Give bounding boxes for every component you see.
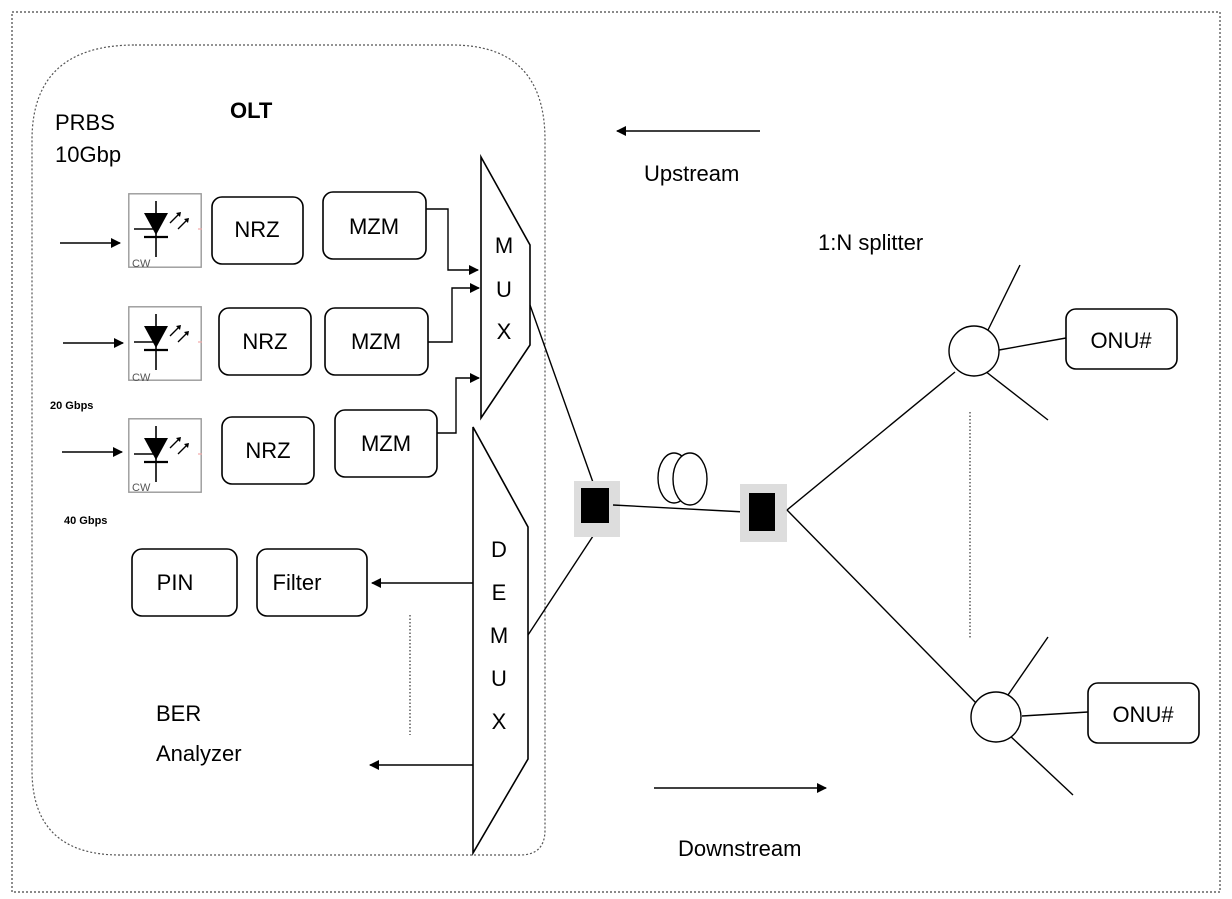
cw-laser-icon (128, 306, 202, 381)
mzm-label: MZM (351, 329, 401, 354)
cw-label: CW (132, 482, 151, 494)
nrz-box (218, 307, 312, 376)
olt-container (31, 44, 546, 856)
pin-box (131, 548, 238, 617)
mux-letter: X (497, 319, 512, 344)
ber-label: BER (156, 701, 201, 726)
cw-laser-icon (128, 193, 202, 268)
demux-letter: U (491, 666, 507, 691)
spoke (987, 264, 1021, 331)
prbs-label: PRBS (55, 110, 115, 135)
nrz-label: NRZ (242, 329, 287, 354)
onu-box (1065, 308, 1178, 370)
coupler-icon (581, 488, 609, 523)
rate-40g-label: 40 Gbps (64, 515, 107, 527)
mux-block (480, 153, 531, 421)
demux-letter: M (490, 623, 508, 648)
rate-20g-label: 20 Gbps (50, 400, 93, 412)
nrz-box (211, 196, 304, 265)
nrz-label: NRZ (245, 438, 290, 463)
mzm-mux-connector (428, 283, 480, 343)
mzm-label: MZM (349, 214, 399, 239)
mzm-box (334, 409, 438, 478)
filter-box (256, 548, 368, 617)
branch-line (786, 509, 979, 706)
nrz-box (221, 416, 315, 485)
splitter-label: 1:N splitter (818, 230, 923, 255)
onu-label: ONU# (1090, 328, 1152, 353)
outer-frame (11, 11, 1221, 893)
spoke (1021, 711, 1089, 717)
spoke (984, 370, 1049, 421)
mux-letter: M (495, 233, 513, 258)
fiber-spool-icon (672, 452, 708, 506)
cw-label: CW (132, 258, 151, 270)
branch-line (786, 371, 956, 511)
filter-label: Filter (273, 570, 322, 595)
mux-letter: U (496, 277, 512, 302)
mzm-label: MZM (361, 431, 411, 456)
coupler-icon (749, 493, 775, 531)
pin-label: PIN (157, 570, 194, 595)
trunk-fiber (612, 504, 746, 513)
fiber-line (529, 304, 596, 489)
downstream-label: Downstream (678, 836, 801, 861)
mzm-box (322, 191, 427, 260)
nrz-label: NRZ (234, 217, 279, 242)
demux-letter: X (492, 709, 507, 734)
splitter-node (948, 325, 1000, 377)
analyzer-label: Analyzer (156, 741, 242, 766)
upstream-label: Upstream (644, 161, 739, 186)
spoke (998, 337, 1067, 351)
splitter-node (970, 691, 1022, 743)
demux-letter: D (491, 537, 507, 562)
spoke (1007, 636, 1049, 696)
spoke (1007, 733, 1074, 796)
rate-10g-label: 10Gbp (55, 142, 121, 167)
olt-title: OLT (230, 98, 273, 123)
onu-box (1087, 682, 1200, 744)
mzm-mux-connector (426, 208, 479, 275)
fiber-line (527, 529, 598, 636)
demux-letter: E (492, 580, 507, 605)
demux-block (472, 426, 529, 856)
mzm-mux-connector (437, 373, 480, 434)
cw-label: CW (132, 372, 151, 384)
onu-label: ONU# (1112, 702, 1174, 727)
